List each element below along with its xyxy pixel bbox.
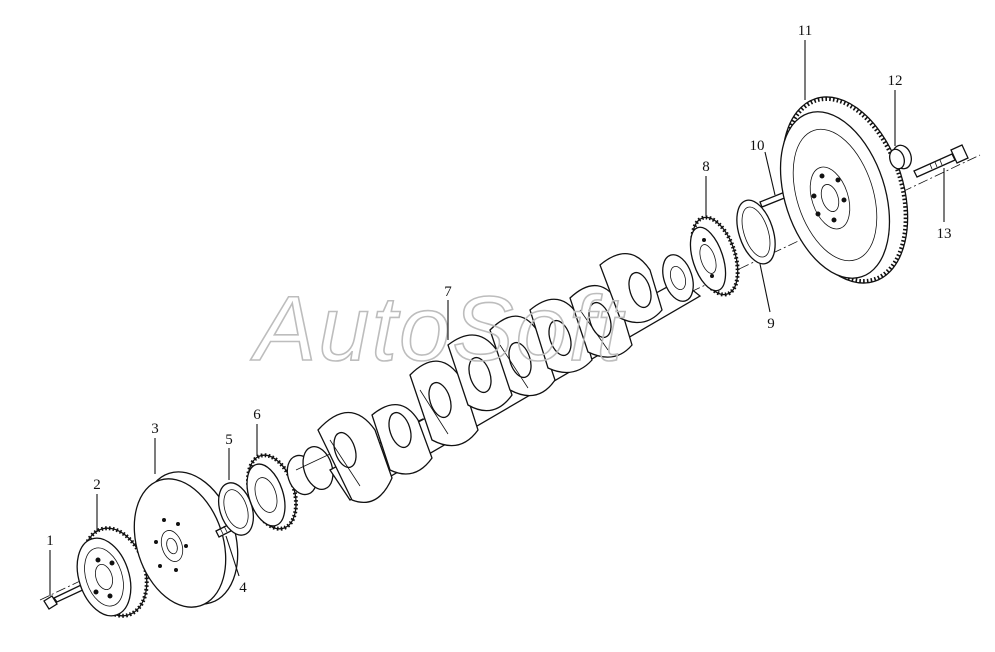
callout-11: 11 bbox=[798, 23, 812, 39]
callout-2: 2 bbox=[93, 477, 101, 493]
part-gear-8 bbox=[689, 215, 740, 297]
part-bushing-12 bbox=[889, 144, 912, 170]
callout-9: 9 bbox=[767, 316, 775, 332]
callout-3: 3 bbox=[151, 421, 159, 437]
part-flywheel-11 bbox=[779, 96, 909, 284]
part-seal-9 bbox=[736, 199, 776, 265]
callout-5: 5 bbox=[225, 432, 233, 448]
callout-4: 4 bbox=[239, 580, 247, 596]
part-damper-3 bbox=[133, 471, 239, 608]
callout-7: 7 bbox=[444, 284, 452, 300]
callout-12: 12 bbox=[888, 73, 903, 89]
part-crankshaft-7 bbox=[286, 252, 702, 504]
callout-1: 1 bbox=[46, 533, 54, 549]
callout-labels: 1 2 3 4 5 6 7 8 9 10 11 12 13 bbox=[46, 23, 951, 596]
callout-10: 10 bbox=[750, 138, 765, 154]
part-bolt-13 bbox=[913, 144, 969, 178]
callout-8: 8 bbox=[702, 159, 710, 175]
callout-13: 13 bbox=[937, 226, 952, 242]
watermark-text: AutoSoft bbox=[250, 278, 625, 380]
leader-lines bbox=[49, 40, 945, 596]
callout-6: 6 bbox=[253, 407, 261, 423]
